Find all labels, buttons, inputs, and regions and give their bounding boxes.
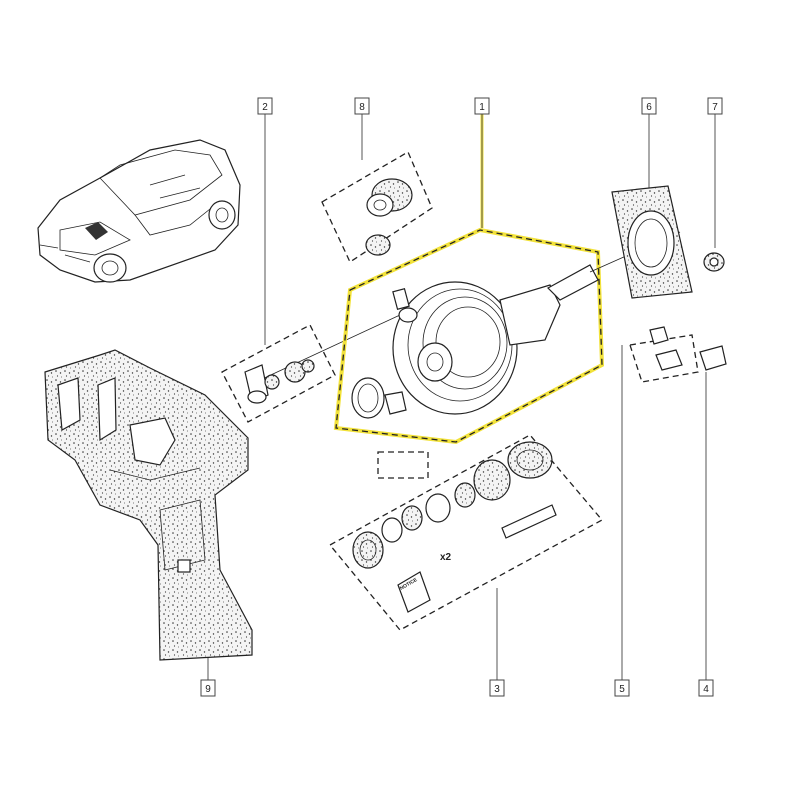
callout-5: 5 xyxy=(614,679,630,697)
brake-booster xyxy=(351,231,681,419)
callout-7-label: 7 xyxy=(712,102,718,113)
callout-4-label: 4 xyxy=(703,684,709,695)
callout-3: 3 xyxy=(489,679,505,697)
callout-9-label: 9 xyxy=(205,684,211,695)
bulkhead-panel xyxy=(44,349,253,661)
car-illustration xyxy=(37,139,241,283)
callout-8: 8 xyxy=(354,97,370,115)
callout-3-label: 3 xyxy=(494,684,500,695)
bolt-group-2 xyxy=(221,314,401,423)
callout-6-label: 6 xyxy=(646,102,652,113)
callout-4: 4 xyxy=(698,679,714,697)
callout-2-label: 2 xyxy=(262,102,268,113)
callout-2: 2 xyxy=(257,97,273,115)
seal-kit-3: x2 NOTICE xyxy=(328,434,604,631)
booster-dashed-outline xyxy=(335,229,603,443)
callout-9: 9 xyxy=(200,679,216,697)
clip-group-5-4 xyxy=(629,326,727,383)
callout-6: 6 xyxy=(641,97,657,115)
callout-8-label: 8 xyxy=(359,102,365,113)
bushing-group-8 xyxy=(321,151,433,263)
callout-7: 7 xyxy=(707,97,723,115)
callout-1-label: 1 xyxy=(479,102,485,113)
callout-5-label: 5 xyxy=(619,684,625,695)
kit-multiplier-label: x2 xyxy=(440,552,452,563)
gasket-plate-6 xyxy=(611,185,693,299)
leader-lines xyxy=(207,114,716,680)
nut-7 xyxy=(703,252,725,272)
callout-1: 1 xyxy=(474,97,490,115)
